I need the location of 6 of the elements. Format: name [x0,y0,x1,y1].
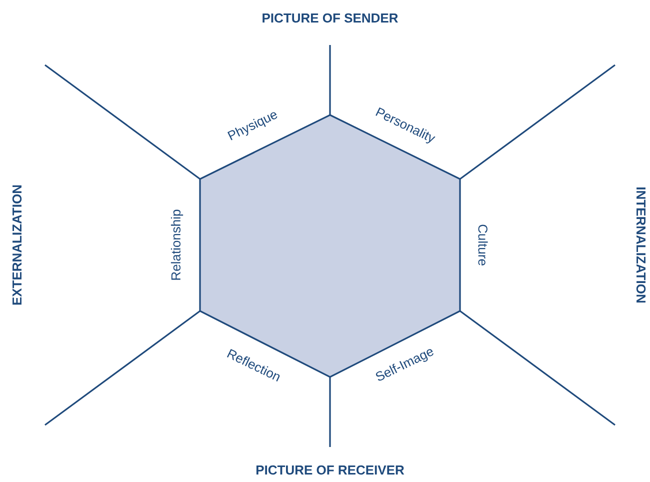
side-label: Relationship [170,210,184,280]
side-label: Culture [478,224,488,266]
heading: PICTURE OF RECEIVER [256,465,404,475]
heading: INTERNALIZATION [636,188,646,303]
heading: EXTERNALIZATION [12,185,22,305]
heading: PICTURE OF SENDER [262,13,398,23]
